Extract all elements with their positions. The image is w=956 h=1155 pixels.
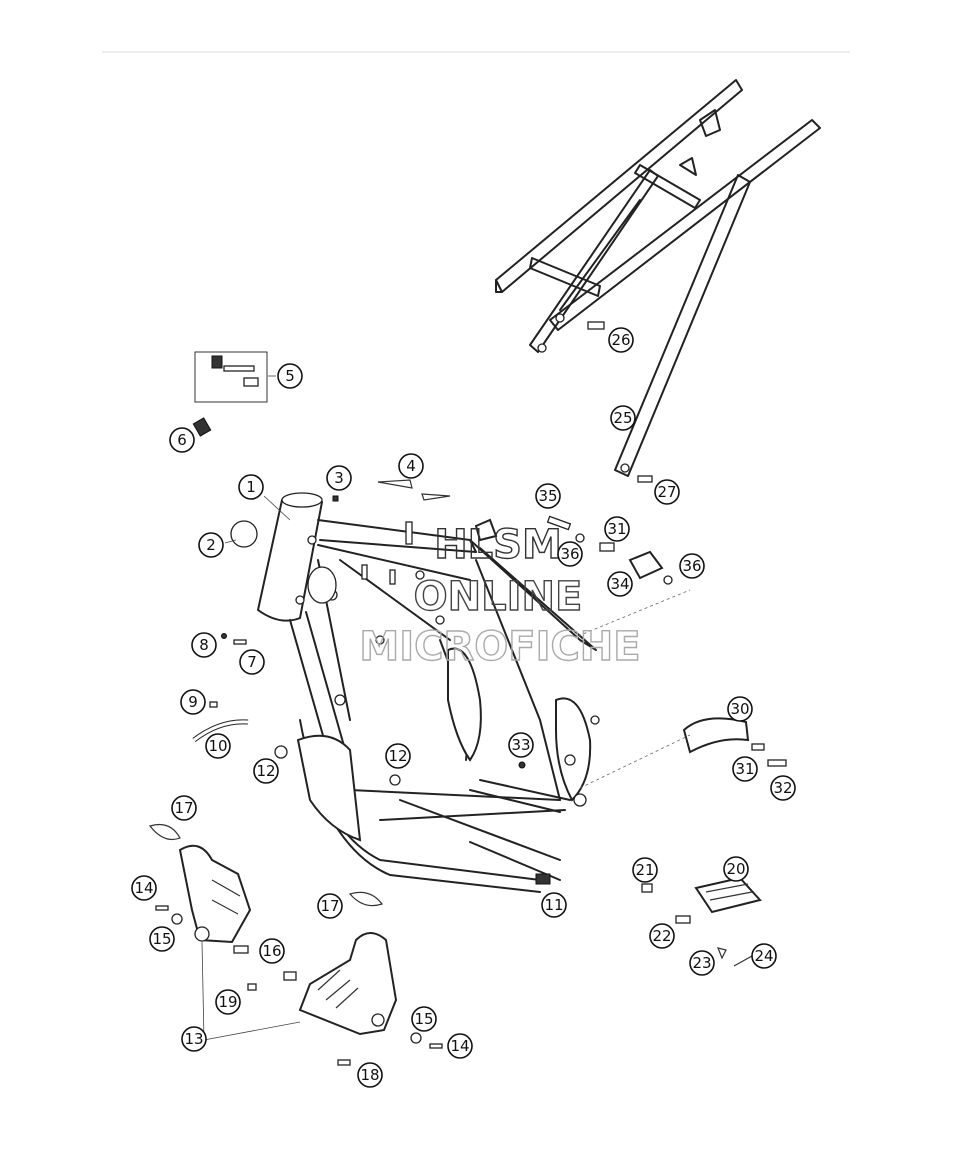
subframe xyxy=(495,79,821,477)
callout-27-label: 27 xyxy=(657,483,676,501)
callout-31-top[interactable]: 31 xyxy=(604,516,630,542)
callout-5-label: 5 xyxy=(285,367,295,385)
callout-14-right[interactable]: 14 xyxy=(447,1033,473,1059)
callout-20[interactable]: 20 xyxy=(723,856,749,882)
callout-36-left[interactable]: 36 xyxy=(557,541,583,567)
watermark-line-2: ONLINE xyxy=(414,574,583,620)
callout-10[interactable]: 10 xyxy=(205,733,231,759)
callout-23-label: 23 xyxy=(692,954,711,972)
callout-32-label: 32 xyxy=(773,779,792,797)
callout-17-left[interactable]: 17 xyxy=(171,795,197,821)
callout-8-label: 8 xyxy=(199,636,209,654)
callout-15-right[interactable]: 15 xyxy=(411,1006,437,1032)
callout-6-label: 6 xyxy=(177,431,187,449)
callout-22-label: 22 xyxy=(652,927,671,945)
callout-8[interactable]: 8 xyxy=(191,632,217,658)
callout-12-center-label: 12 xyxy=(388,747,407,765)
callout-4[interactable]: 4 xyxy=(398,453,424,479)
callout-7-label: 7 xyxy=(247,653,257,671)
callout-14-right-label: 14 xyxy=(450,1037,469,1055)
callout-18[interactable]: 18 xyxy=(357,1062,383,1088)
callout-35-label: 35 xyxy=(538,487,557,505)
callout-5[interactable]: 5 xyxy=(277,363,303,389)
callout-36-right[interactable]: 36 xyxy=(679,553,705,579)
callout-36-right-label: 36 xyxy=(682,557,701,575)
callout-23[interactable]: 23 xyxy=(689,950,715,976)
callout-15-right-label: 15 xyxy=(414,1010,433,1028)
callout-6[interactable]: 6 xyxy=(169,427,195,453)
callout-12-left-label: 12 xyxy=(256,762,275,780)
callout-20-label: 20 xyxy=(726,860,745,878)
callout-32[interactable]: 32 xyxy=(770,775,796,801)
callout-31-bottom[interactable]: 31 xyxy=(732,756,758,782)
callout-33[interactable]: 33 xyxy=(508,732,534,758)
callout-24-label: 24 xyxy=(754,947,773,965)
callout-35[interactable]: 35 xyxy=(535,483,561,509)
callout-31-bottom-label: 31 xyxy=(735,760,754,778)
leader-lines xyxy=(201,375,301,1041)
callout-13[interactable]: 13 xyxy=(181,1026,207,1052)
callout-34-label: 34 xyxy=(610,575,629,593)
callout-25[interactable]: 25 xyxy=(610,405,636,431)
callout-10-label: 10 xyxy=(208,737,227,755)
callout-36-left-label: 36 xyxy=(560,545,579,563)
callout-11[interactable]: 11 xyxy=(541,892,567,918)
callout-4-label: 4 xyxy=(406,457,416,475)
callout-13-label: 13 xyxy=(184,1030,203,1048)
callout-16-label: 16 xyxy=(262,942,281,960)
callout-3-label: 3 xyxy=(334,469,344,487)
watermark-line-3: MICROFICHE xyxy=(359,624,640,670)
callout-18-label: 18 xyxy=(360,1066,379,1084)
callout-17-left-label: 17 xyxy=(174,799,193,817)
callouts: 1 2 3 4 5 6 7 8 9 10 11 12 12 13 14 14 1… xyxy=(131,327,796,1088)
callout-1[interactable]: 1 xyxy=(238,474,264,500)
small-parts xyxy=(148,321,787,1066)
callout-9-label: 9 xyxy=(188,693,198,711)
main-frame xyxy=(256,492,600,893)
callout-12-left[interactable]: 12 xyxy=(253,758,279,784)
callout-14-left-label: 14 xyxy=(134,879,153,897)
callout-21[interactable]: 21 xyxy=(632,857,658,883)
callout-34[interactable]: 34 xyxy=(607,571,633,597)
callout-11-label: 11 xyxy=(544,896,563,914)
watermark-line-1: HLSM xyxy=(434,522,562,568)
callout-22[interactable]: 22 xyxy=(649,923,675,949)
callout-15-left[interactable]: 15 xyxy=(149,926,175,952)
callout-30[interactable]: 30 xyxy=(727,696,753,722)
callout-31-top-label: 31 xyxy=(607,520,626,538)
callout-21-label: 21 xyxy=(635,861,654,879)
callout-17-center[interactable]: 17 xyxy=(317,893,343,919)
watermark: HLSM ONLINE MICROFICHE xyxy=(359,521,642,670)
callout-24[interactable]: 24 xyxy=(751,943,777,969)
callout-2[interactable]: 2 xyxy=(198,532,224,558)
callout-26[interactable]: 26 xyxy=(608,327,634,353)
callout-33-label: 33 xyxy=(511,736,530,754)
callout-25-label: 25 xyxy=(613,409,632,427)
callout-27[interactable]: 27 xyxy=(654,479,680,505)
callout-7[interactable]: 7 xyxy=(239,649,265,675)
callout-19[interactable]: 19 xyxy=(215,989,241,1015)
callout-30-label: 30 xyxy=(730,700,749,718)
callout-2-label: 2 xyxy=(206,536,216,554)
callout-1-label: 1 xyxy=(246,478,256,496)
callout-9[interactable]: 9 xyxy=(180,689,206,715)
callout-12-center[interactable]: 12 xyxy=(385,743,411,769)
callout-3[interactable]: 3 xyxy=(326,465,352,491)
callout-16[interactable]: 16 xyxy=(259,938,285,964)
callout-26-label: 26 xyxy=(611,331,630,349)
callout-17-center-label: 17 xyxy=(320,897,339,915)
callout-19-label: 19 xyxy=(218,993,237,1011)
callout-14-left[interactable]: 14 xyxy=(131,875,157,901)
callout-15-left-label: 15 xyxy=(152,930,171,948)
